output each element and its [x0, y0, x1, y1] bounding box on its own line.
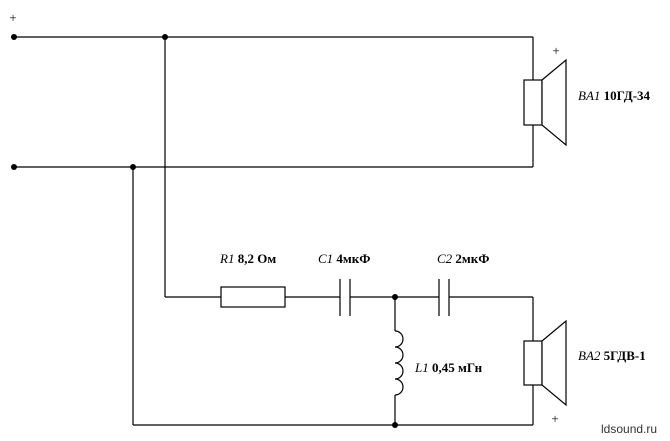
- speaker-ba1-label: BA1 10ГД-34: [578, 88, 651, 103]
- speaker-ba2: [523, 319, 567, 407]
- junction-input-plus: [11, 34, 17, 40]
- speaker-ba2-cone: [541, 319, 567, 407]
- speaker-ba1-magnet: [523, 79, 543, 126]
- junction-bottom: [130, 164, 136, 170]
- input-plus-label: +: [9, 10, 16, 25]
- speaker-ba1-plus-label: +: [552, 43, 559, 58]
- inductor-l1: [394, 330, 404, 396]
- junctions: [11, 34, 398, 428]
- capacitor-c1-label: C1 4мкФ: [318, 251, 370, 266]
- speaker-ba2-magnet: [523, 340, 543, 386]
- speaker-ba2-plus-label: +: [551, 411, 558, 426]
- watermark: ldsound.ru: [601, 422, 657, 436]
- wires: [14, 36, 534, 426]
- junction-l1-bottom: [392, 422, 398, 428]
- speaker-ba1: [523, 58, 567, 147]
- capacitor-c2-label: C2 2мкФ: [437, 251, 489, 266]
- resistor-r1: [220, 286, 286, 308]
- speaker-ba2-label: BA2 5ГДВ-1: [578, 348, 646, 363]
- inductor-l1-label: L1 0,45 мГн: [414, 360, 483, 375]
- speaker-ba1-cone: [541, 58, 567, 147]
- resistor-r1-label: R1 8,2 Ом: [219, 251, 276, 266]
- junction-l1-top: [392, 294, 398, 300]
- capacitor-c2: [438, 279, 450, 316]
- junction-top: [162, 34, 168, 40]
- junction-input-minus: [11, 164, 17, 170]
- capacitor-c1: [339, 279, 351, 316]
